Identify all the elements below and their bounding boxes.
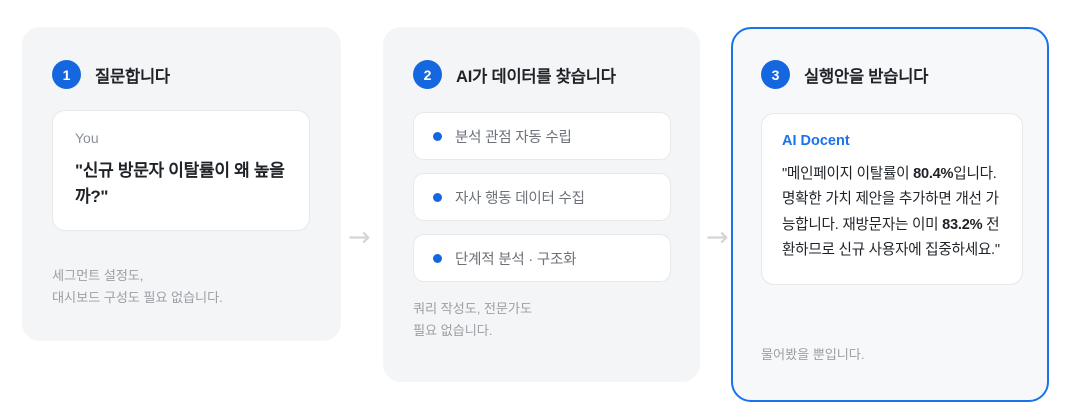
list-item: 분석 관점 자동 수립 — [413, 112, 671, 160]
question-author-label: You — [75, 130, 99, 146]
step-3-title: 실행안을 받습니다 — [804, 67, 929, 86]
step-3-header: 3 실행안을 받습니다 — [761, 60, 928, 89]
arrow-right-icon: → — [348, 222, 371, 253]
step-1-badge: 1 — [52, 60, 81, 89]
step-card-3: 3 실행안을 받습니다 AI Docent "메인페이지 이탈률이 80.4%입… — [731, 27, 1049, 402]
ai-process-list: 분석 관점 자동 수립 자사 행동 데이터 수집 단계적 분석 · 구조화 — [413, 112, 671, 282]
step-1-title: 질문합니다 — [95, 67, 170, 86]
bullet-dot-icon — [433, 192, 442, 202]
step-card-1: 1 질문합니다 You "신규 방문자 이탈률이 왜 높을까?" 세그먼트 설정… — [22, 27, 341, 341]
list-item-label: 자사 행동 데이터 수집 — [455, 190, 585, 207]
step-2-header: 2 AI가 데이터를 찾습니다 — [413, 60, 616, 89]
list-item: 자사 행동 데이터 수집 — [413, 173, 671, 221]
step-1-header: 1 질문합니다 — [52, 60, 170, 89]
list-item-label: 단계적 분석 · 구조화 — [455, 251, 577, 268]
step-2-title: AI가 데이터를 찾습니다 — [456, 67, 616, 86]
step-3-badge: 3 — [761, 60, 790, 89]
arrow-right-icon: → — [706, 222, 729, 253]
user-question-bubble: You "신규 방문자 이탈률이 왜 높을까?" — [52, 110, 310, 232]
step-3-footnote: 물어봤을 뿐입니다. — [761, 347, 865, 362]
list-item: 단계적 분석 · 구조화 — [413, 234, 671, 282]
step-1-footnote: 세그먼트 설정도, 대시보드 구성도 필요 없습니다. — [52, 268, 223, 305]
answer-text: "메인페이지 이탈률이 80.4%입니다. 명확한 가치 제안을 추가하면 개선… — [782, 166, 1000, 258]
question-text: "신규 방문자 이탈률이 왜 높을까?" — [75, 160, 285, 206]
ai-answer-bubble: AI Docent "메인페이지 이탈률이 80.4%입니다. 명확한 가치 제… — [761, 113, 1023, 285]
bullet-dot-icon — [433, 131, 442, 141]
list-item-label: 분석 관점 자동 수립 — [455, 129, 572, 146]
answer-author-label: AI Docent — [782, 133, 850, 149]
bullet-dot-icon — [433, 253, 442, 263]
step-card-2: 2 AI가 데이터를 찾습니다 분석 관점 자동 수립 자사 행동 데이터 수집… — [383, 27, 700, 382]
step-2-footnote: 쿼리 작성도, 전문가도 필요 없습니다. — [413, 301, 532, 338]
step-2-badge: 2 — [413, 60, 442, 89]
